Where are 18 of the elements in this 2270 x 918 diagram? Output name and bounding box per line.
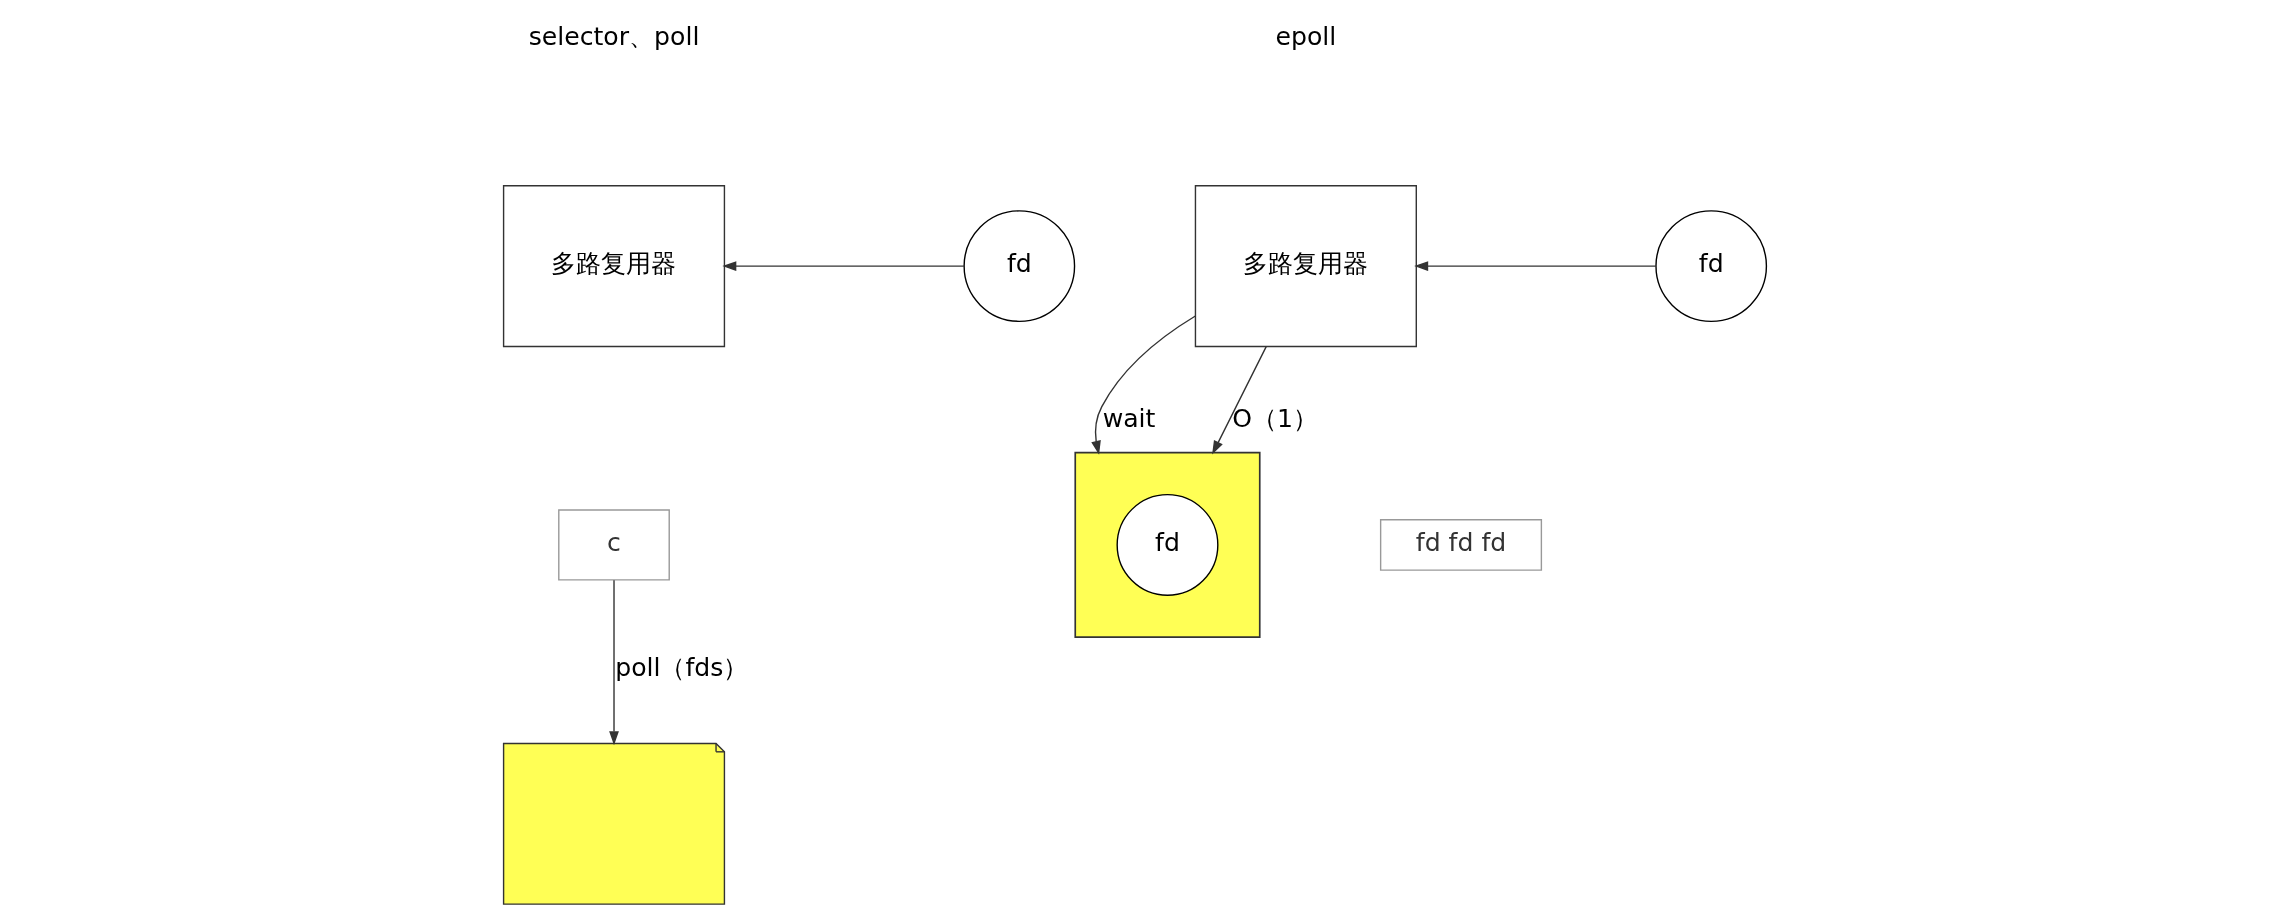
label: selector、poll — [528, 22, 700, 52]
edge-label: O（1） — [1232, 403, 1319, 433]
node-circle: fd — [963, 210, 1076, 323]
node-box: fd fd fd — [1379, 519, 1543, 571]
node-circle: fd — [1116, 493, 1219, 596]
node-box: 多路复用器 — [502, 185, 726, 348]
node-box: c — [558, 509, 670, 581]
arrow — [1091, 315, 1197, 455]
arrow — [1414, 261, 1657, 271]
node-circle: fd — [1655, 210, 1768, 323]
arrow — [609, 579, 619, 746]
arrow — [1212, 345, 1267, 455]
edge-label: poll（fds） — [615, 652, 749, 682]
arrow — [722, 261, 965, 271]
node-box: 多路复用器 — [1194, 185, 1417, 348]
cluster — [1074, 451, 1261, 639]
label: epoll — [1275, 22, 1337, 52]
edge-label: wait — [1102, 403, 1156, 433]
